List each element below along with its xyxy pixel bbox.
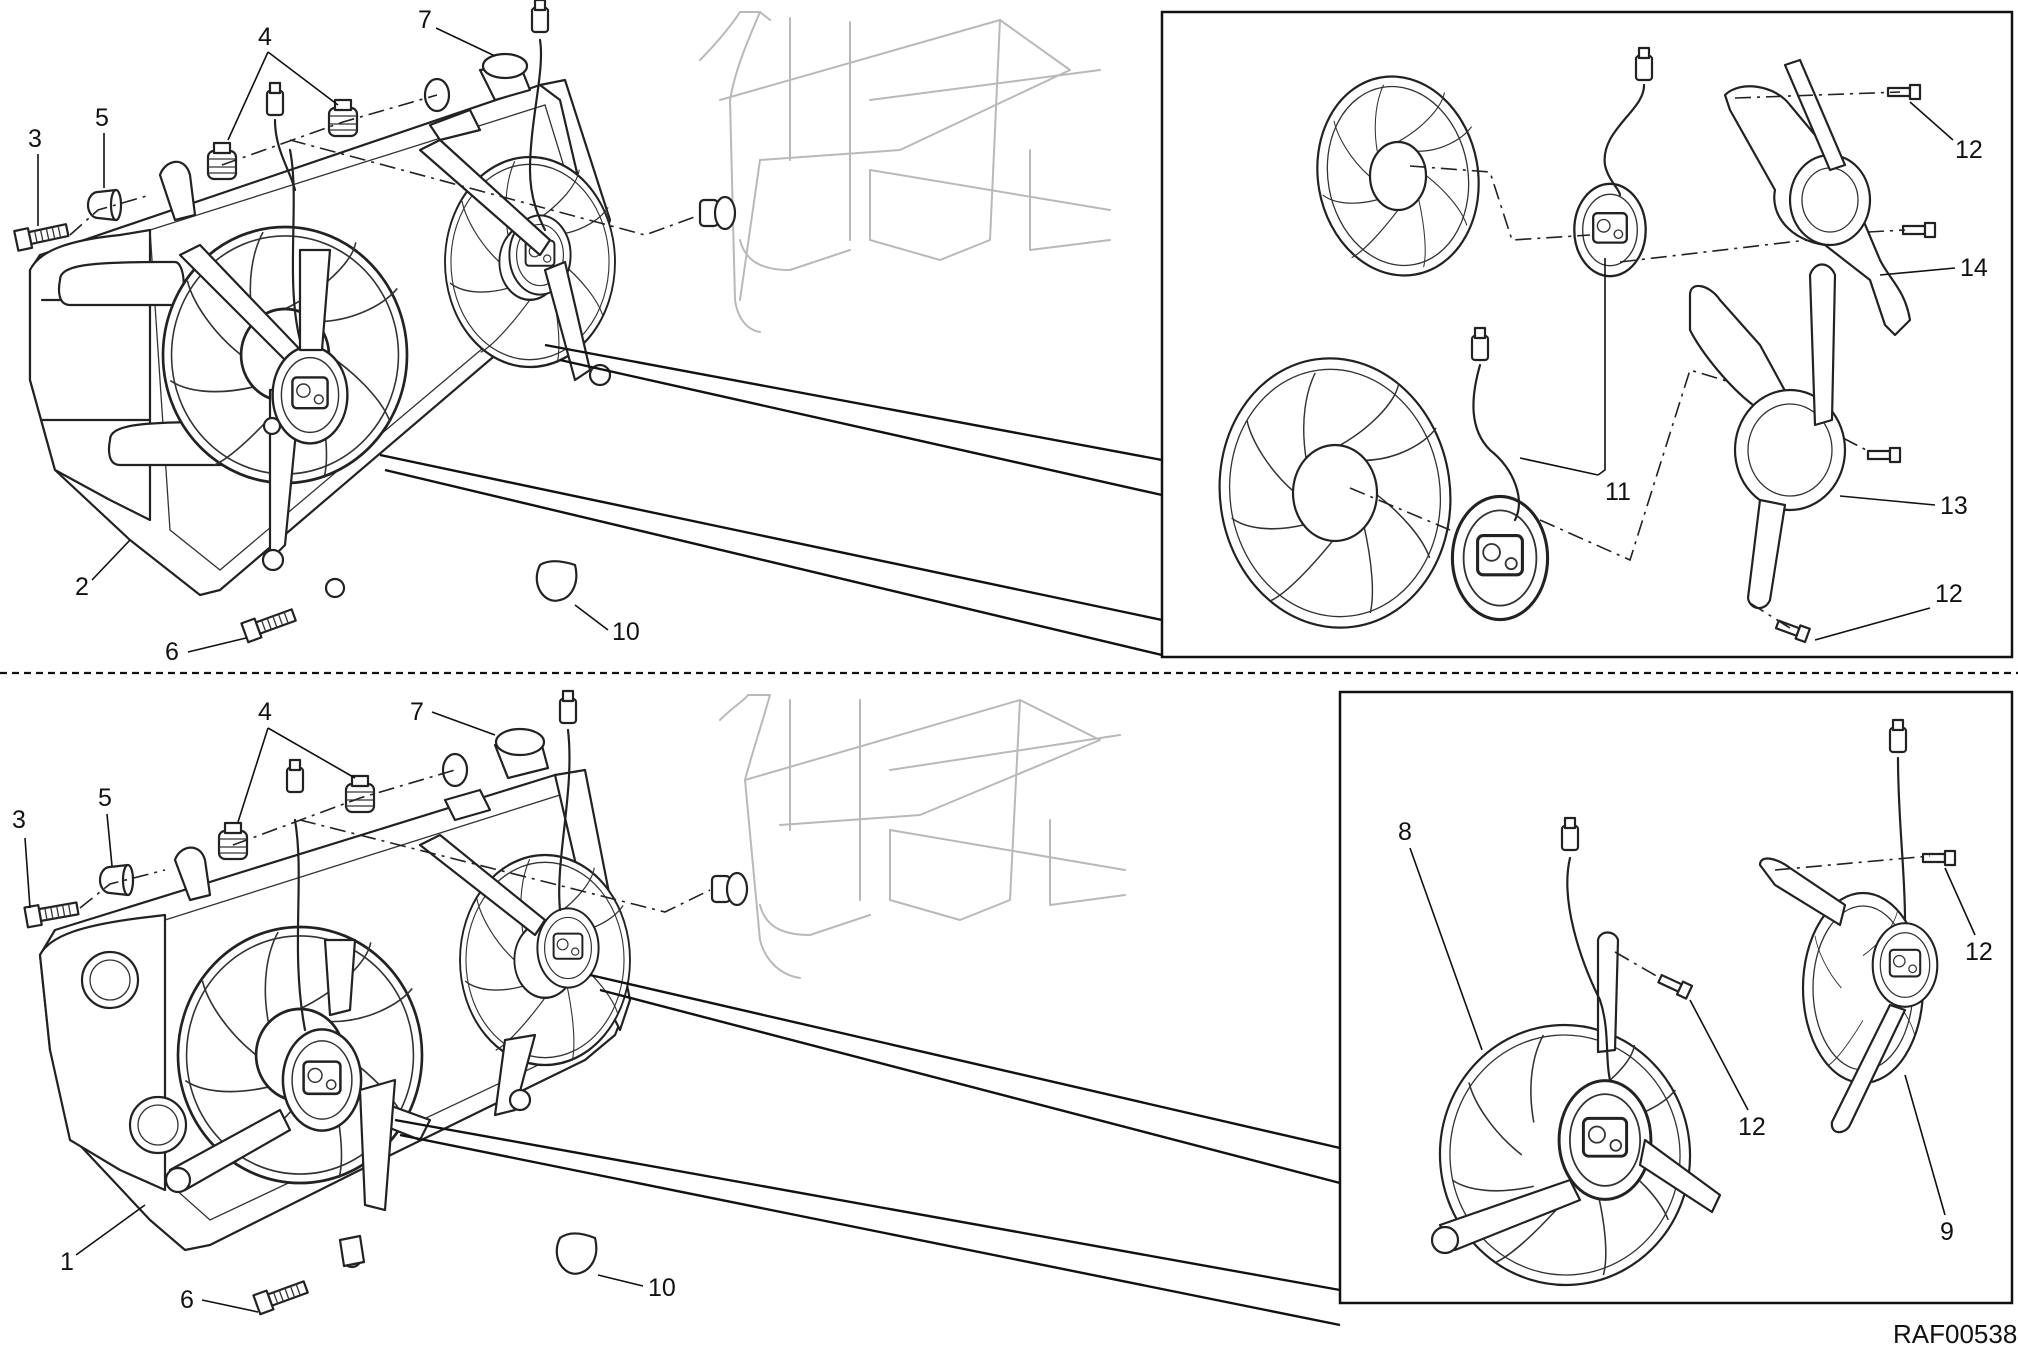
bracket-14 [1723,58,1912,337]
callout-4-upper: 4 [258,23,272,51]
frame-outline-lower [719,694,1126,979]
callout-5-lower: 5 [98,784,112,812]
fan-8 [1430,816,1722,1287]
bushing-5-lower [98,863,135,897]
callout-5-upper: 5 [95,104,109,132]
bushing-5-upper [86,188,123,222]
callout-7-lower: 7 [410,698,424,726]
callout-7-upper: 7 [418,6,432,34]
callout-10-upper: 10 [612,618,640,646]
bolt-3-lower [23,897,81,929]
callout-14-upper: 14 [1960,254,1988,282]
frame-outline-upper [699,11,1111,333]
callout-6-lower: 6 [180,1286,194,1314]
frame-mount-grommet-upper [698,195,737,231]
callout-1-lower: 1 [60,1248,74,1276]
detail-box-lower [1338,690,2014,1305]
thermal-switch-b-upper [327,98,359,138]
bracket-13 [1688,263,1847,610]
clip-10-lower [555,1232,598,1275]
fan-9 [1758,718,1957,1134]
callout-10-lower: 10 [648,1274,676,1302]
bolt-6-upper [240,604,299,644]
detail-box-upper [1160,10,2014,659]
reference-code: RAF00538 [1893,1319,2017,1349]
callout-3-lower: 3 [12,806,26,834]
callout-11-upper: 11 [1605,478,1631,506]
callout-12b-upper: 12 [1935,580,1963,608]
callout-13-upper: 13 [1940,492,1968,520]
callout-12a-lower: 12 [1738,1113,1766,1141]
bolt-6-lower [252,1276,311,1316]
frame-mount-grommet-lower [710,871,749,907]
callout-4-lower: 4 [258,698,272,726]
thermal-switch-b-lower [344,774,376,814]
callout-12a-upper: 12 [1955,136,1983,164]
lower-section [23,689,1341,1327]
upper-section [13,0,1163,657]
callout-9-lower: 9 [1940,1218,1954,1246]
callout-8-lower: 8 [1398,818,1412,846]
callouts-upper: 3 5 4 7 2 6 10 12 14 11 13 12 [28,6,1988,666]
fan-right-lower [418,689,632,1117]
clip-10-upper [535,560,578,602]
callout-3-upper: 3 [28,125,42,153]
callouts-lower: 3 5 4 7 1 6 10 8 12 12 9 [12,698,1993,1314]
callout-6-upper: 6 [165,638,179,666]
fan-left-upper [161,81,409,572]
callout-12b-lower: 12 [1965,938,1993,966]
callout-2-upper: 2 [75,573,89,601]
